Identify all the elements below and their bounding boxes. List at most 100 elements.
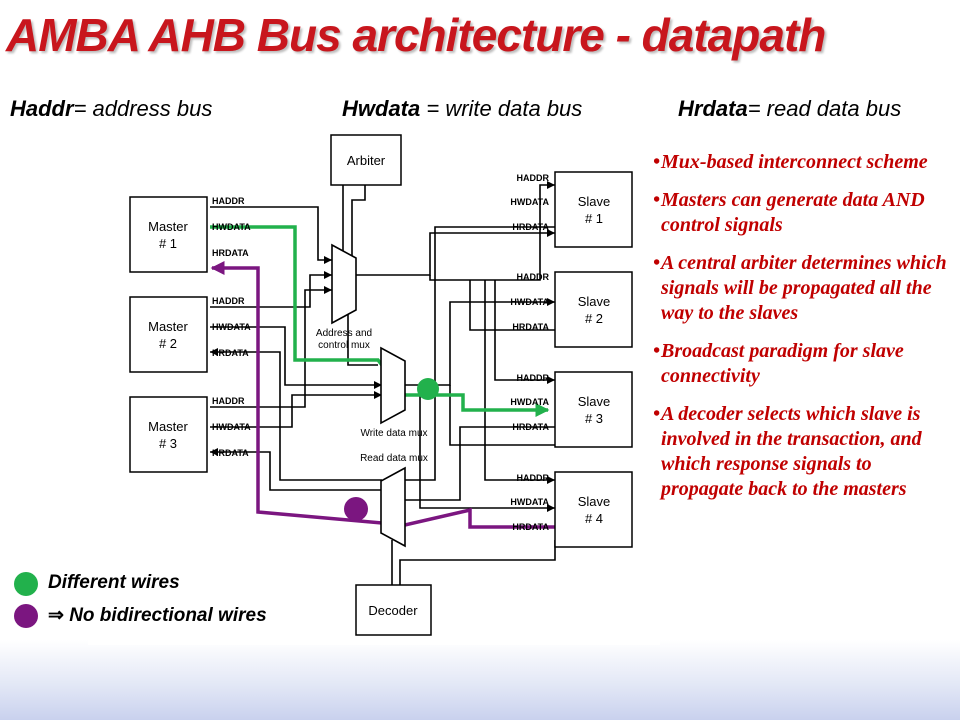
m3-hrdata-label: HRDATA [212,448,249,458]
m1-haddr-wire [210,206,332,264]
slave-3-label: Slave [578,394,611,409]
addr-mux-label-line1: Address and [316,328,372,339]
hwdata-legend: Hwdata = write data bus [342,96,582,122]
slave-2-box [554,271,633,348]
slave3-hrdata-wire [449,385,555,446]
s2-hwdata-label: HWDATA [510,297,549,307]
master-signal-labels: HADDR HWDATA HRDATA HADDR HWDATA HRDATA … [212,196,251,458]
implies-arrow-icon: ⇒ [48,605,64,626]
bullet-item: A central arbiter determines which signa… [653,251,955,326]
haddr-legend-term: Haddr [10,96,74,121]
hrdata-legend: Hrdata= read data bus [678,96,901,122]
decoder-select-wire [399,540,556,585]
green-dot-icon [14,572,38,596]
slave-4-box [554,471,633,548]
slave-signal-labels: HADDR HWDATA HRDATA HADDR HWDATA HRDATA … [510,173,549,532]
m2-hrdata-label: HRDATA [212,348,249,358]
haddr-legend-desc: = address bus [73,96,213,121]
s2-haddr-label: HADDR [517,272,550,282]
slave-2-label: Slave [578,294,611,309]
bullet-item: Broadcast paradigm for slave connectivit… [653,339,955,389]
arbiter-to-write-mux-wire [347,300,378,366]
m1-hwdata-label: HWDATA [212,222,251,232]
decoder-label: Decoder [368,603,418,618]
addr-mux-out-wire [356,229,555,276]
master-1-label: Master [148,219,188,234]
slave3-hrdata-read-wire [405,426,555,501]
slave2-hrdata-wire [469,280,555,331]
m3-hrdata-wire [210,448,382,491]
bullet-text: Masters can generate data AND control si… [661,189,925,236]
bullet-list: Mux-based interconnect scheme Masters ca… [653,150,955,515]
bullet-text: A decoder selects which slave is involve… [661,403,922,500]
bullet-item: Mux-based interconnect scheme [653,150,955,175]
master-1-box [129,196,208,273]
m2-haddr-wire [210,271,332,308]
slave1-hrdata-wire [405,226,555,481]
m1-hrdata-label: HRDATA [212,248,249,258]
master-3-number: # 3 [159,436,177,451]
slave-4-label: Slave [578,494,611,509]
m1-haddr-label: HADDR [212,196,245,206]
slave-2-number: # 2 [585,311,603,326]
m2-hwdata-label: HWDATA [212,322,251,332]
bottom-gradient-band [0,640,960,720]
master-3-label: Master [148,419,188,434]
slave-4-number: # 4 [585,511,603,526]
s3-hrdata-label: HRDATA [512,422,549,432]
write-mux-label: Write data mux [360,428,427,439]
key-green-text: Different wires [48,572,180,593]
hrdata-legend-desc: = read data bus [747,96,902,121]
master-1-number: # 1 [159,236,177,251]
slave1-haddr-wire [429,181,555,281]
slave-1-box [554,171,633,248]
bullet-item: A decoder selects which slave is involve… [653,402,955,502]
s2-hrdata-label: HRDATA [512,322,549,332]
s1-haddr-label: HADDR [517,173,550,183]
read-data-mux [380,466,406,548]
m3-haddr-label: HADDR [212,396,245,406]
slave-3-box [554,371,633,448]
write-data-mux [380,346,406,425]
s1-hrdata-label: HRDATA [512,222,549,232]
s3-haddr-label: HADDR [517,373,550,383]
s4-hwdata-label: HWDATA [510,497,549,507]
key-purple-label: No bidirectional wires [63,605,267,626]
address-control-mux [331,243,357,325]
m2-hwdata-wire [210,326,382,389]
s4-hrdata-label: HRDATA [512,522,549,532]
master-2-box [129,296,208,373]
purple-wire-marker [344,497,368,521]
m2-haddr-label: HADDR [212,296,245,306]
slave-1-label: Slave [578,194,611,209]
master-2-label: Master [148,319,188,334]
haddr-legend: Haddr= address bus [10,96,212,122]
arbiter-control-wire [351,185,366,260]
bullet-item: Masters can generate data AND control si… [653,188,955,238]
master-3-box [129,396,208,473]
bullet-text: Broadcast paradigm for slave connectivit… [661,340,904,387]
m3-hwdata-label: HWDATA [212,422,251,432]
green-wire-marker [417,378,439,400]
s1-hwdata-label: HWDATA [510,197,549,207]
key-purple-text: ⇒ No bidirectional wires [48,604,267,627]
hwdata-legend-term: Hwdata [342,96,421,121]
m2-hrdata-wire [210,348,382,481]
arbiter-label: Arbiter [347,153,386,168]
decoder-box [355,584,432,636]
bullet-text: Mux-based interconnect scheme [661,151,928,173]
arbiter-box [330,134,402,186]
purple-dot-icon [14,604,38,628]
master-2-number: # 2 [159,336,177,351]
addr-mux-label-line2: control mux [318,340,370,351]
slave4-haddr-wire [484,280,555,484]
read-mux-label: Read data mux [360,453,428,464]
slave-3-number: # 3 [585,411,603,426]
slave4-hwdata-wire [419,385,555,512]
slide-title: AMBA AHB Bus architecture - datapath [6,9,826,61]
slave3-haddr-wire [494,280,555,384]
m3-hwdata-wire [210,391,382,428]
s3-hwdata-label: HWDATA [510,397,549,407]
hwdata-legend-desc: = write data bus [420,96,583,121]
